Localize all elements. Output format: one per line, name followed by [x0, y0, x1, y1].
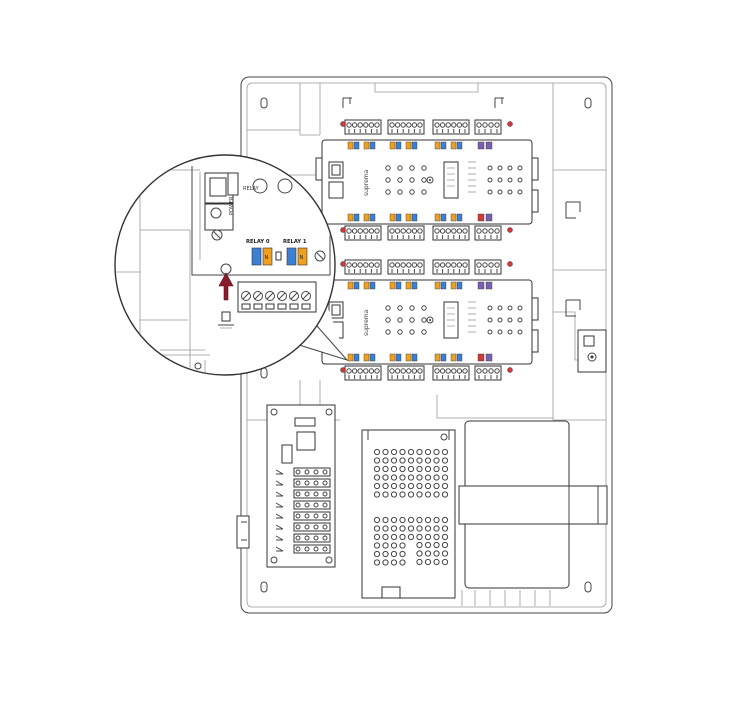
relay-0-label: RELAY 0: [246, 239, 270, 245]
module-brand-label: suprema: [363, 309, 370, 336]
relay-0-marker: N: [265, 255, 269, 261]
controller-module-top: suprema: [315, 119, 539, 241]
svg-text:RELAY: RELAY: [243, 186, 260, 192]
power-supply: [361, 429, 456, 599]
relay-0-switch-blue: [251, 247, 262, 266]
relay-1-switch-blue: [286, 247, 297, 266]
ground-icon: [218, 311, 234, 329]
relay-1-marker: N: [300, 255, 304, 261]
terminal-board: [236, 404, 336, 568]
relay-1-switch-orange: [297, 247, 308, 266]
warning-arrow-icon: [218, 272, 234, 301]
relay-1-label: RELAY 1: [283, 239, 307, 245]
controller-module-bottom: suprema: [315, 259, 539, 381]
screw-icon: [314, 250, 326, 262]
zoom-callout: RELAY POWER RELAY 0 RELAY 1 N N: [114, 154, 349, 376]
module-brand-label: suprema: [363, 169, 370, 196]
battery: [458, 420, 608, 606]
relay-0-switch-orange: [262, 247, 273, 266]
power-label: POWER: [229, 196, 235, 215]
